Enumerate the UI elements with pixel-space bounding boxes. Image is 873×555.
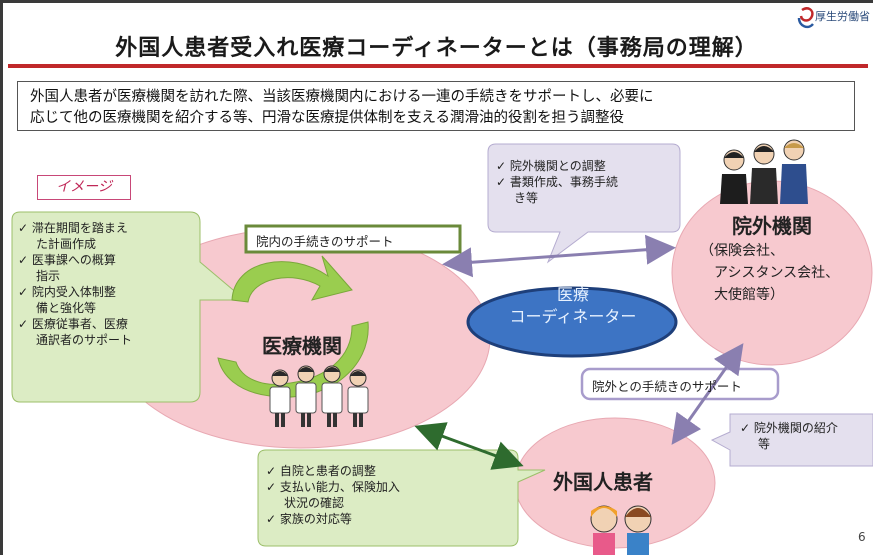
- external-patient-arrow: [671, 343, 744, 445]
- coordinator-label: 医療 コーディネーター: [478, 284, 668, 328]
- right-callout-line-1: ✓ 院外機関の紹介: [740, 421, 838, 435]
- top-callout-line-2: ✓ 書類作成、事務手続: [496, 175, 618, 189]
- health-ministry-logo-icon: [797, 7, 814, 29]
- image-label: イメージ: [37, 175, 131, 200]
- left-callout-line-4: 指示: [36, 269, 61, 283]
- internal-support-tag: 院内の手続きのサポート: [256, 234, 394, 249]
- top-callout-text: ✓ 院外機関との調整 ✓ 書類作成、事務手続 き等: [496, 158, 618, 206]
- external-support-tag: 院外との手続きのサポート: [592, 379, 742, 394]
- coordinator-label-line-2: コーディネーター: [509, 307, 637, 326]
- top-callout-line-3: き等: [514, 191, 539, 205]
- hospital-external-arrow: [442, 234, 676, 278]
- left-callout-line-1: ✓ 滞在期間を踏まえ: [18, 221, 128, 235]
- doctor-group-icon: [269, 365, 369, 427]
- left-callout-line-5: ✓ 院内受入体制整: [18, 285, 116, 299]
- hospital-patient-arrow: [414, 422, 524, 470]
- left-callout-line-3: ✓ 医事課への概算: [18, 253, 116, 267]
- page-title: 外国人患者受入れ医療コーディネーターとは（事務局の理解）: [115, 36, 758, 61]
- bottom-callout-line-4: ✓ 家族の対応等: [266, 512, 352, 526]
- bottom-callout-bubble: [257, 449, 546, 547]
- definition-box: 外国人患者が医療機関を訪れた際、当該医療機関内における一連の手続きをサポートし、…: [17, 81, 855, 131]
- left-callout-line-2: た計画作成: [36, 237, 97, 251]
- bottom-callout-line-1: ✓ 自院と患者の調整: [266, 464, 376, 478]
- left-callout-bubble: [11, 211, 247, 403]
- left-callout-line-6: 備と強化等: [36, 301, 97, 315]
- external-detail-line-2: アシスタンス会社、: [714, 265, 840, 281]
- definition-line-1: 外国人患者が医療機関を訪れた際、当該医療機関内における一連の手続きをサポートし、…: [30, 89, 654, 105]
- hospital-label: 医療機関: [262, 334, 342, 358]
- frame-top-border: [0, 0, 873, 3]
- bottom-callout-line-3: 状況の確認: [284, 496, 345, 510]
- bottom-callout-text: ✓ 自院と患者の調整 ✓ 支払い能力、保険加入 状況の確認 ✓ 家族の対応等: [266, 463, 400, 527]
- bottom-callout-line-2: ✓ 支払い能力、保険加入: [266, 480, 400, 494]
- coordinator-ellipse: [466, 286, 678, 358]
- right-callout-line-2: 等: [758, 437, 771, 451]
- top-callout-line-1: ✓ 院外機関との調整: [496, 159, 606, 173]
- right-callout-text: ✓ 院外機関の紹介 等: [740, 420, 838, 452]
- title-rule: [8, 64, 868, 68]
- definition-line-2: 応じて他の医療機関を紹介する等、円滑な医療提供体制を支える潤滑油的役割を担う調整…: [30, 110, 625, 126]
- top-callout-bubble: [487, 143, 681, 264]
- external-label: 院外機関: [732, 214, 812, 238]
- external-detail-line-1: （保険会社、: [700, 243, 784, 259]
- frame-left-border: [0, 0, 3, 555]
- left-callout-line-7: ✓ 医療従事者、医療: [18, 317, 128, 331]
- cycle-arrow-top: [231, 255, 353, 303]
- external-detail: （保険会社、 アシスタンス会社、 大使館等）: [700, 240, 839, 306]
- patient-children-icon: [590, 505, 652, 555]
- patient-label: 外国人患者: [553, 470, 653, 494]
- coordinator-label-line-1: 医療: [556, 285, 589, 304]
- left-callout-text: ✓ 滞在期間を踏まえ た計画作成 ✓ 医事課への概算 指示 ✓ 院内受入体制整 …: [18, 220, 132, 348]
- logo-text: 厚生労働省: [815, 10, 870, 23]
- page-number: 6: [858, 530, 866, 544]
- external-detail-line-3: 大使館等）: [714, 287, 784, 303]
- business-people-icon: [720, 139, 808, 204]
- left-callout-line-8: 通訳者のサポート: [36, 333, 133, 347]
